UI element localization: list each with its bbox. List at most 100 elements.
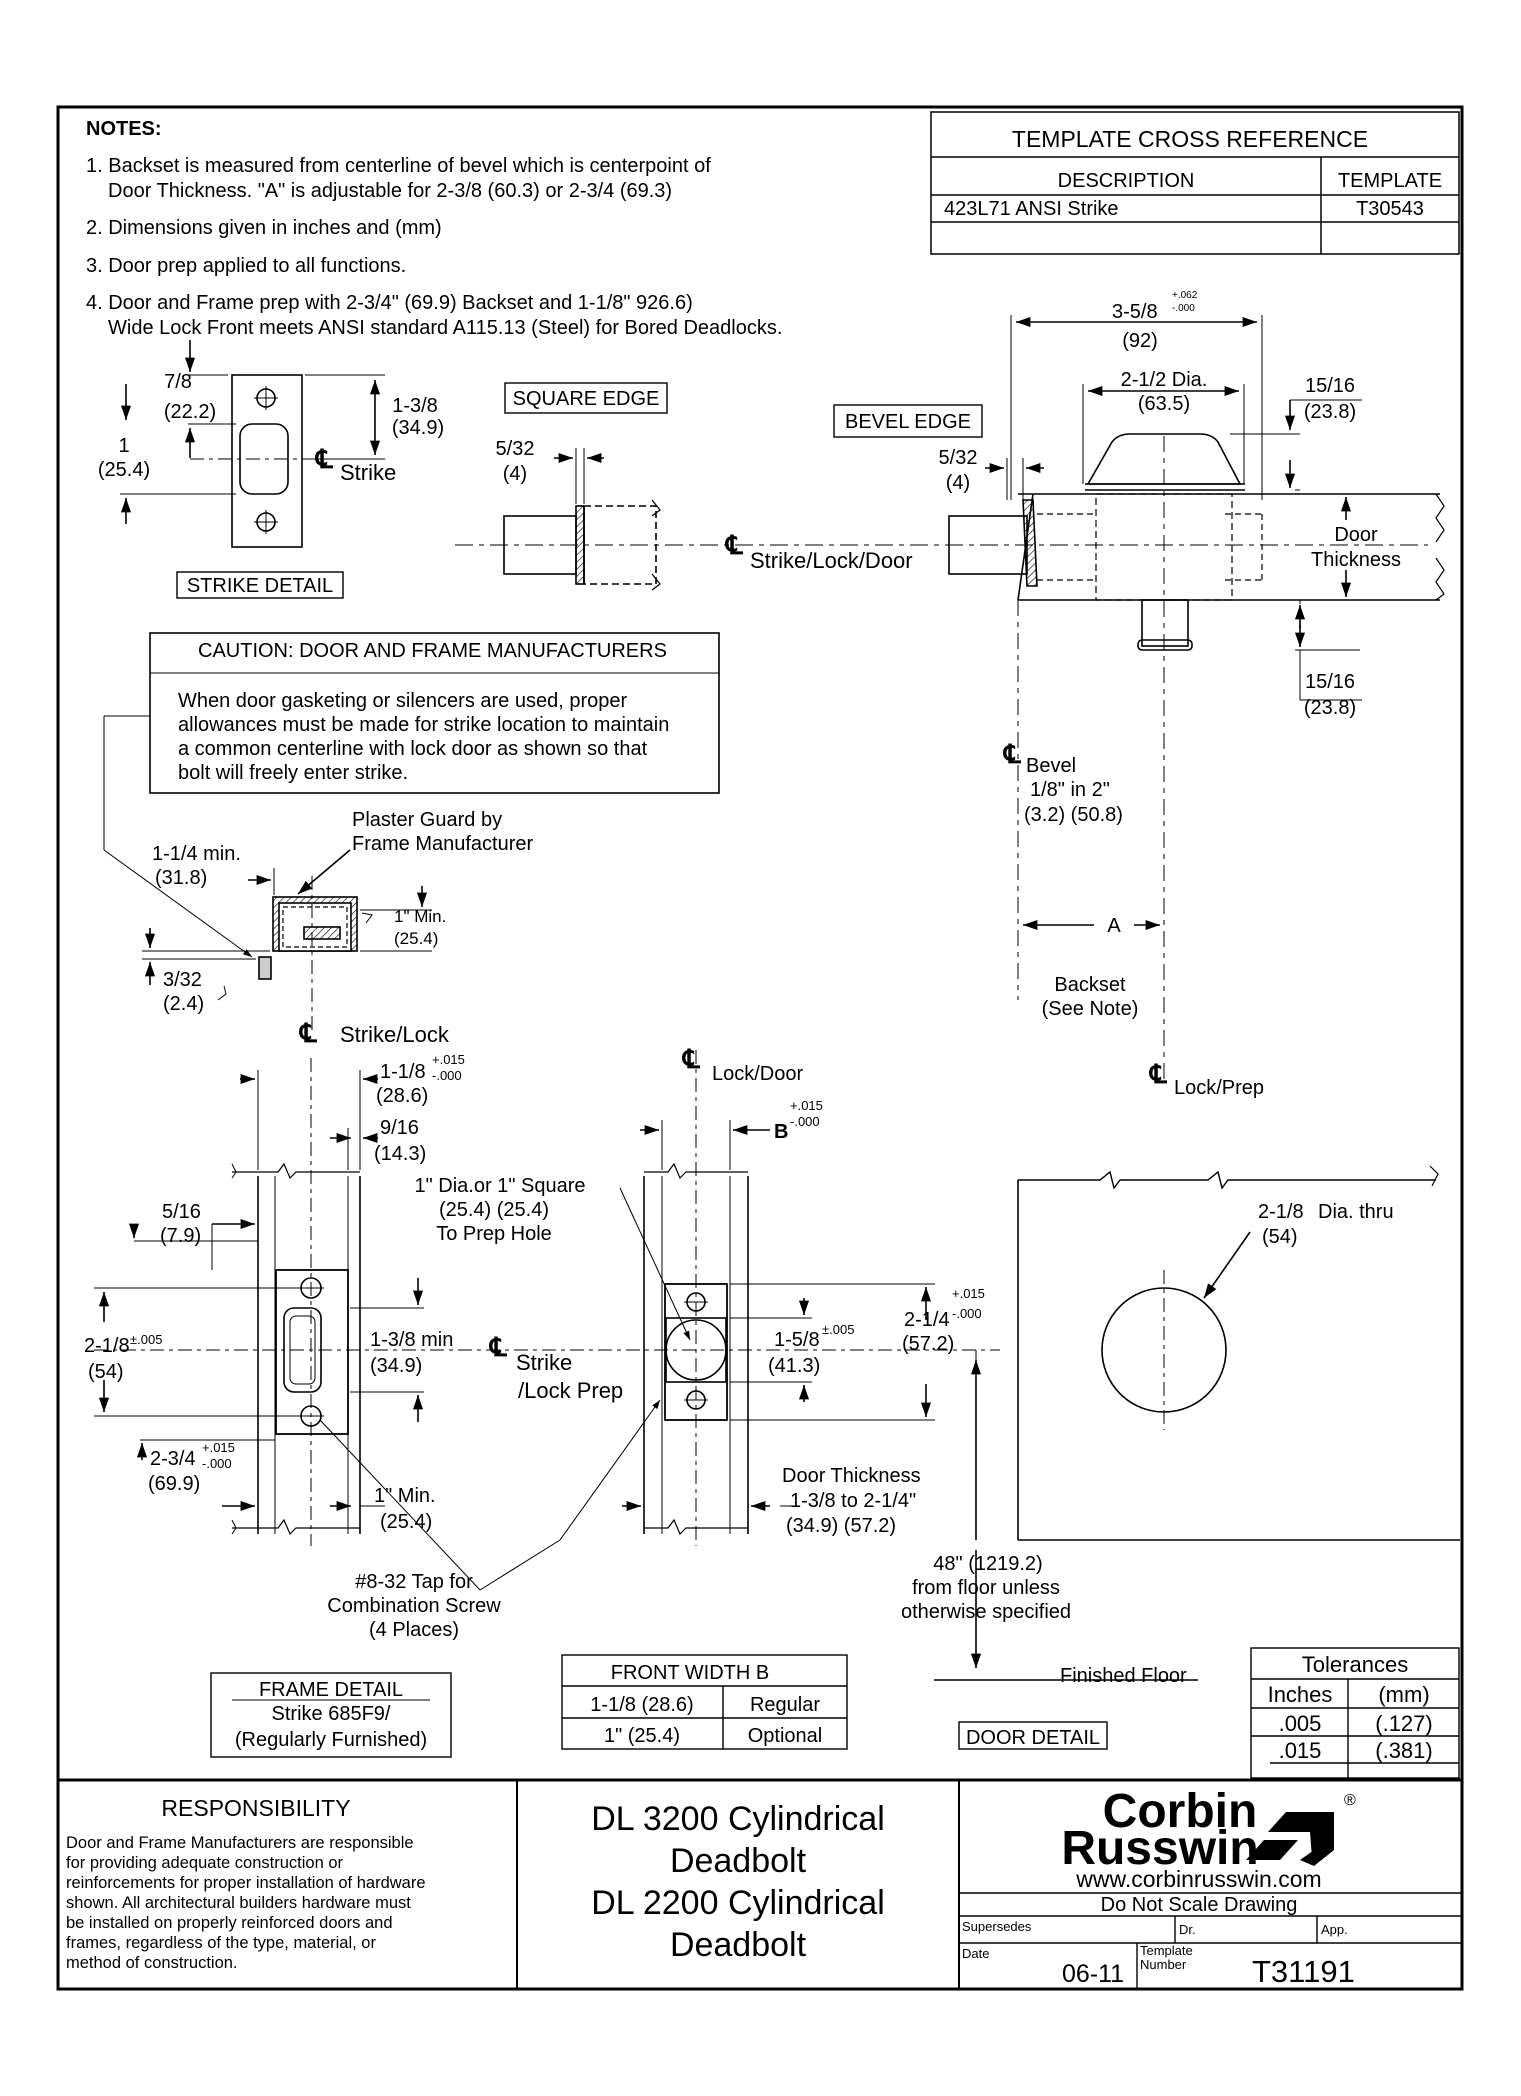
strike-34-9: (34.9) [392, 417, 444, 439]
responsibility-l3: reinforcements for proper installation o… [66, 1874, 426, 1892]
square-edge-label: SQUARE EDGE [513, 388, 660, 410]
strike-25-4: (25.4) [98, 459, 150, 481]
dr-label: Dr. [1179, 1922, 1196, 1937]
frame-34-9: (34.9) [370, 1355, 422, 1377]
square-edge-4: (4) [503, 463, 527, 485]
lock-63-5: (63.5) [1138, 393, 1190, 415]
frame-detail-title: FRAME DETAIL [259, 1679, 403, 1701]
front-width-title: FRONT WIDTH B [611, 1662, 770, 1684]
frame-detail-l1: Strike 685F9/ [272, 1703, 391, 1725]
date-label: Date [962, 1946, 989, 1961]
caution-box [103, 632, 720, 958]
note-4b: Wide Lock Front meets ANSI standard A115… [108, 317, 782, 339]
lock-3-5-8-tol-plus: +.062 [1172, 290, 1198, 301]
front-width-r1c1: 1-1/8 (28.6) [590, 1694, 693, 1716]
cross-reference-title: TEMPLATE CROSS REFERENCE [1012, 126, 1368, 152]
tolerances-r1c2: (.127) [1375, 1711, 1432, 1736]
prep-hole-1: 1" Dia.or 1" Square [415, 1175, 586, 1197]
strike-7-8: 7/8 [164, 371, 192, 393]
lock-3-5-8-tol-minus: -.000 [1172, 303, 1195, 314]
tolerances-r2c1: .015 [1279, 1738, 1322, 1763]
prep-hole-2: (25.4) (25.4) [439, 1199, 549, 1221]
note-2: 2. Dimensions given in inches and (mm) [86, 217, 442, 239]
centerline-symbol-main: ℄ [725, 530, 744, 560]
row1-description: 423L71 ANSI Strike [944, 198, 1119, 220]
frame-14-3: (14.3) [374, 1143, 426, 1165]
door-2-1-4-tol-minus: -.000 [952, 1306, 982, 1321]
lock-2-1-2: 2-1/2 Dia. [1121, 369, 1208, 391]
tap-note-1: #8-32 Tap for [355, 1571, 473, 1593]
door-thickness-range-2: 1-3/8 to 2-1/4" [790, 1490, 916, 1512]
door-thickness-1: Door [1334, 524, 1378, 546]
tolerances-table [1250, 1647, 1460, 1779]
template-label-1: Template [1140, 1943, 1193, 1958]
strike-detail-label: STRIKE DETAIL [187, 575, 333, 597]
tap-note-2: Combination Screw [327, 1595, 501, 1617]
brand-line-1: Corbin [1103, 1785, 1258, 1838]
lock-top-view [833, 315, 1445, 1080]
front-width-table [561, 1654, 848, 1750]
centerline-symbol-lock-prep: ℄ [1149, 1059, 1168, 1089]
door-41-3: (41.3) [768, 1355, 820, 1377]
height-3: otherwise specified [901, 1601, 1071, 1623]
frame-1-3-8-min: 1-3/8 min [370, 1329, 453, 1351]
col-template: TEMPLATE [1338, 170, 1442, 192]
lock-23-8-top: (23.8) [1304, 401, 1356, 423]
lock-3-5-8: 3-5/8 [1112, 301, 1158, 323]
sheet-border [56, 105, 1464, 1991]
frame-strike-lock: Strike/Lock [340, 1022, 450, 1047]
plaster-2-4: (2.4) [163, 993, 204, 1015]
centerline-symbol-lock-door: ℄ [682, 1044, 701, 1074]
note-4a: 4. Door and Frame prep with 2-3/4" (69.9… [86, 292, 693, 314]
backset-label: Backset [1054, 974, 1126, 996]
door-1-5-8: 1-5/8 [774, 1329, 820, 1351]
finished-floor: Finished Floor [1060, 1665, 1187, 1687]
plaster-guard-l2: Frame Manufacturer [352, 833, 534, 855]
frame-detail-l2: (Regularly Furnished) [235, 1729, 427, 1751]
front-width-r2c2: Optional [748, 1725, 823, 1747]
door-detail-label: DOOR DETAIL [966, 1727, 1100, 1749]
door-thickness-2: Thickness [1311, 549, 1401, 571]
plaster-25-4: (25.4) [394, 929, 438, 948]
frame-69-9: (69.9) [148, 1473, 200, 1495]
responsibility-l4: shown. All architectural builders hardwa… [66, 1894, 411, 1912]
product-line-3: DL 2200 Cylindrical [591, 1884, 885, 1922]
lock-prep-label: Lock/Prep [1174, 1077, 1264, 1099]
lock-23-8-bot: (23.8) [1304, 697, 1356, 719]
supersedes-label: Supersedes [962, 1919, 1032, 1934]
responsibility-l1: Door and Frame Manufacturers are respons… [66, 1834, 414, 1852]
template-label-2: Number [1140, 1957, 1187, 1972]
door-edge-detail [619, 1050, 935, 1546]
product-line-2: Deadbolt [670, 1842, 807, 1880]
note-1a: 1. Backset is measured from centerline o… [86, 155, 711, 177]
frame-1-1-8-tol-minus: -.000 [432, 1068, 462, 1083]
col-description: DESCRIPTION [1058, 170, 1195, 192]
logo-stripes-icon [1246, 1812, 1334, 1866]
bevel-edge-label: BEVEL EDGE [845, 411, 971, 433]
door-face-2-1-8: 2-1/8 [1258, 1201, 1304, 1223]
door-face-detail [934, 1165, 1460, 1750]
square-edge-section [503, 382, 668, 591]
door-thickness-range-3: (34.9) (57.2) [786, 1515, 896, 1537]
centerline-strike-lock-door-label: Strike/Lock/Door [750, 548, 913, 573]
door-2-1-4: 2-1/4 [904, 1309, 950, 1331]
strike-lock-prep-1: Strike [516, 1350, 572, 1375]
centerline-symbol-frame: ℄ [299, 1018, 318, 1048]
caution-line-1: When door gasketing or silencers are use… [178, 690, 627, 712]
frame-detail [94, 1058, 1000, 1758]
frame-2-3-4-tol-minus: -.000 [202, 1456, 232, 1471]
frame-25-4: (25.4) [380, 1511, 432, 1533]
strike-centerline-label: Strike [340, 460, 396, 485]
lock-15-16-bot: 15/16 [1305, 671, 1355, 693]
frame-2-1-8: 2-1/8 [84, 1335, 130, 1357]
note-1b: Door Thickness. "A" is adjustable for 2-… [108, 180, 672, 202]
strike-22-2: (22.2) [164, 401, 216, 423]
responsibility-l6: frames, regardless of the type, material… [66, 1934, 376, 1952]
door-face-dia-thru: Dia. thru [1318, 1201, 1394, 1223]
caution-line-2: allowances must be made for strike locat… [178, 714, 669, 736]
plaster-1-1-4: 1-1/4 min. [152, 843, 241, 865]
backset-a: A [1107, 915, 1121, 937]
strike-lock-prep-2: /Lock Prep [518, 1378, 623, 1403]
backset-see-note: (See Note) [1042, 998, 1139, 1020]
